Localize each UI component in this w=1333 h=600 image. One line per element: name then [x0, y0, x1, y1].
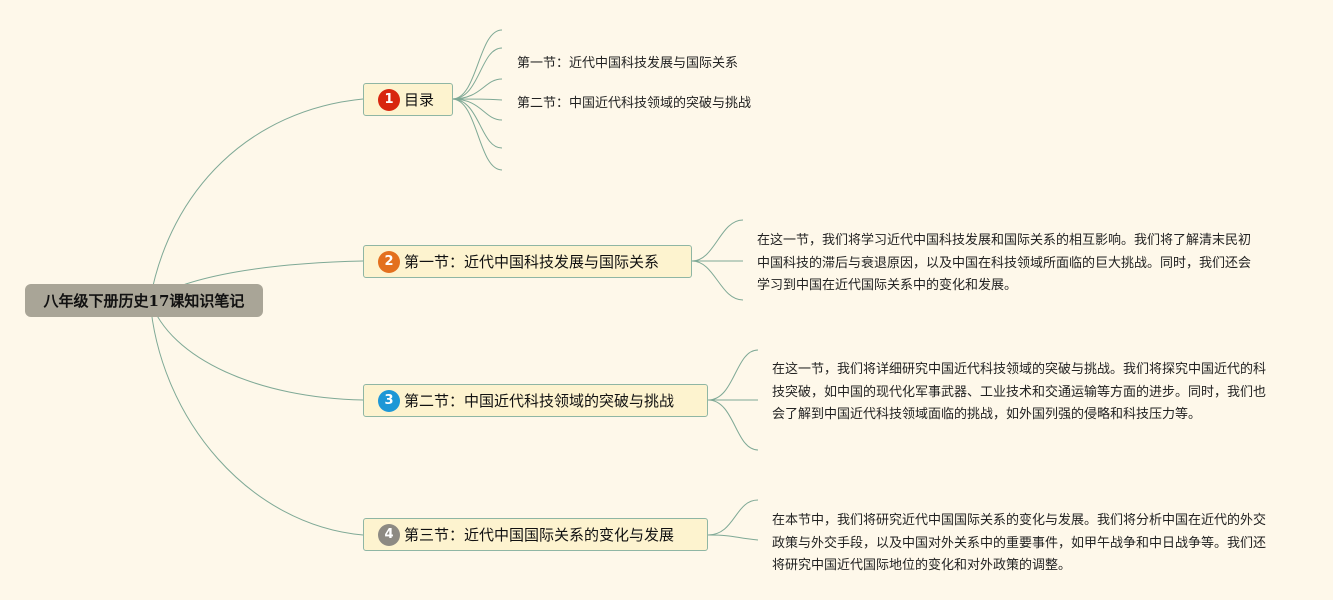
branch-section-1[interactable]: 2 第一节：近代中国科技发展与国际关系	[363, 245, 692, 278]
branch-section-2-label: 第二节：中国近代科技领域的突破与挑战	[404, 392, 675, 410]
branch-section-2[interactable]: 3 第二节：中国近代科技领域的突破与挑战	[363, 384, 708, 417]
root-link-1	[149, 98, 364, 301]
section-2-detail: 在这一节，我们将详细研究中国近代科技领域的突破与挑战。我们将探究中国近代的科技突…	[772, 362, 1267, 422]
branch-toc[interactable]: 1 目录	[363, 83, 453, 116]
fan-2c	[691, 260, 744, 301]
badge-2-icon: 2	[378, 250, 400, 273]
root-link-4	[149, 299, 364, 536]
fan-3c	[707, 399, 759, 451]
fan-1e	[451, 98, 503, 121]
toc-item-1[interactable]: 第一节：近代中国科技发展与国际关系	[517, 56, 739, 71]
badge-3-icon: 3	[378, 389, 400, 412]
root-link-3	[149, 299, 364, 401]
fan-1g	[451, 98, 503, 171]
branch-section-1-label: 第一节：近代中国科技发展与国际关系	[404, 253, 660, 271]
root-topic[interactable]: 八年级下册历史17课知识笔记	[25, 284, 263, 317]
fan-1b	[451, 47, 503, 100]
badge-1-icon: 1	[378, 88, 400, 111]
fan-2a	[691, 219, 744, 262]
fan-4a	[707, 499, 759, 536]
fan-1a	[451, 29, 503, 100]
branch-toc-label: 目录	[404, 91, 435, 109]
badge-4-icon: 4	[378, 523, 400, 546]
fan-1f	[451, 98, 503, 149]
section-3-detail: 在本节中，我们将研究近代中国国际关系的变化与发展。我们将分析中国在近代的外交政策…	[772, 513, 1267, 573]
fan-4b	[707, 534, 759, 541]
root-topic-label: 八年级下册历史17课知识笔记	[43, 292, 245, 310]
fan-1c	[451, 78, 503, 100]
branch-section-3[interactable]: 4 第三节：近代中国国际关系的变化与发展	[363, 518, 708, 551]
branch-section-3-label: 第三节：近代中国国际关系的变化与发展	[404, 526, 675, 544]
fan-3a	[707, 349, 759, 401]
toc-item-2[interactable]: 第二节：中国近代科技领域的突破与挑战	[517, 96, 752, 111]
section-1-detail: 在这一节，我们将学习近代中国科技发展和国际关系的相互影响。我们将了解清末民初中国…	[757, 233, 1252, 293]
